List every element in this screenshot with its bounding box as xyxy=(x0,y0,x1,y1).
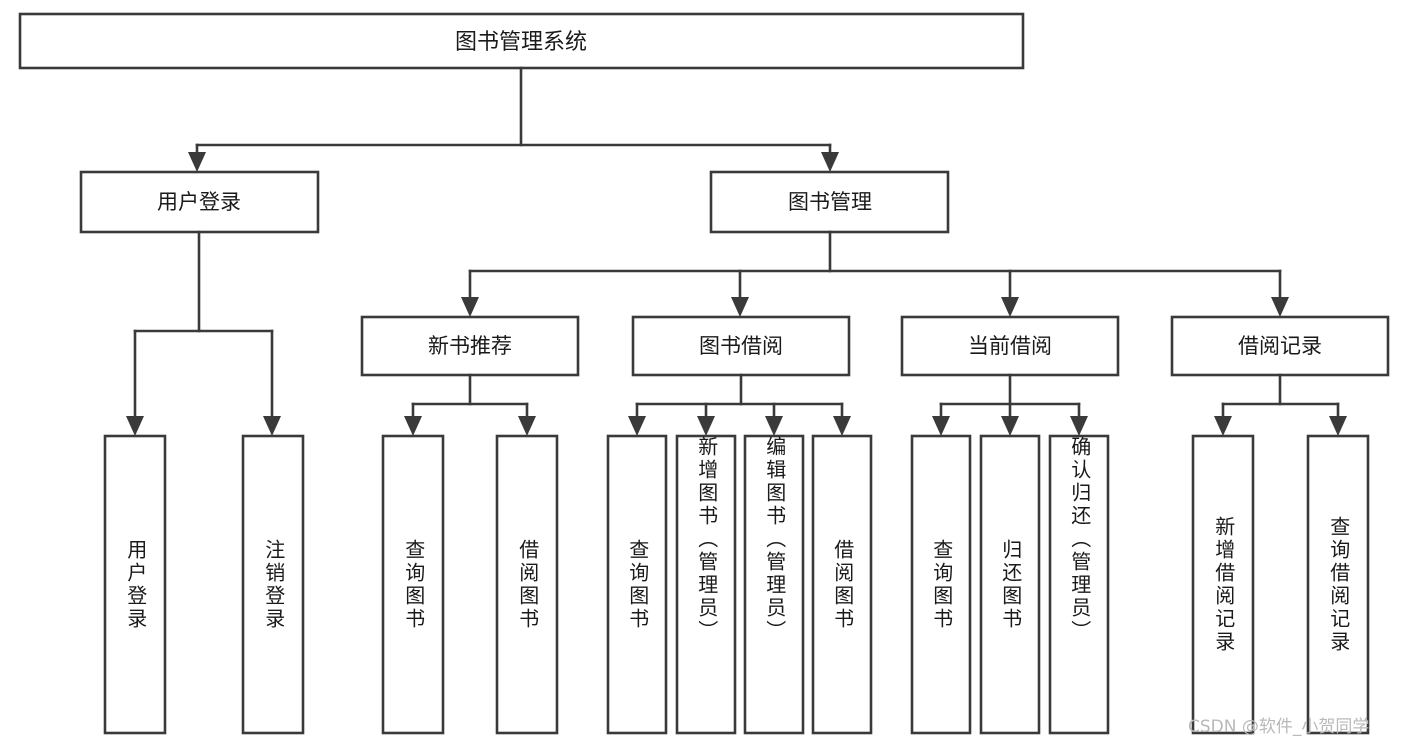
connector-root-to-level2 xyxy=(188,66,839,172)
arrow-head-icon xyxy=(263,416,281,436)
connector-book-borrow-to-leaves xyxy=(628,373,851,436)
leaf-box-current-borrow-0[interactable] xyxy=(910,434,972,735)
node-user-login-label: 用户登录 xyxy=(157,190,241,214)
node-user-login-box[interactable] xyxy=(79,170,320,234)
connector-current-borrow-to-leaves xyxy=(932,373,1088,436)
node-root[interactable]: 图书管理系统 xyxy=(18,12,1025,70)
leaf-box-current-borrow-1[interactable] xyxy=(979,434,1041,735)
leaf-box-book-borrow-1[interactable] xyxy=(675,434,737,735)
connector-new-book-recommend-to-leaves xyxy=(404,373,536,436)
connector-user-login-to-leaves xyxy=(126,230,281,436)
arrow-head-icon xyxy=(731,297,749,317)
leaf-box-current-borrow-2[interactable] xyxy=(1048,434,1110,735)
arrow-head-icon xyxy=(188,152,206,172)
arrow-head-icon xyxy=(518,416,536,436)
arrow-head-icon xyxy=(1329,416,1347,436)
arrow-head-icon xyxy=(697,416,715,436)
leaf-box-book-borrow-0[interactable] xyxy=(606,434,668,735)
arrow-head-icon xyxy=(821,152,839,172)
arrow-head-icon xyxy=(765,416,783,436)
arrow-head-icon xyxy=(1214,416,1232,436)
node-root-label: 图书管理系统 xyxy=(455,30,587,55)
node-new-book-recommend-box[interactable] xyxy=(360,315,580,377)
node-current-borrow-box[interactable] xyxy=(900,315,1120,377)
leaf-box-new-book-1[interactable] xyxy=(495,434,559,735)
arrow-head-icon xyxy=(404,416,422,436)
arrow-head-icon xyxy=(932,416,950,436)
leaf-box-borrow-record-1[interactable] xyxy=(1306,434,1370,735)
arrow-head-icon xyxy=(628,416,646,436)
node-borrow-record-label: 借阅记录 xyxy=(1238,334,1322,358)
leaf-box-new-book-0[interactable] xyxy=(381,434,445,735)
arrow-head-icon xyxy=(1001,416,1019,436)
node-new-book-recommend[interactable]: 新书推荐 xyxy=(360,315,580,377)
arrow-head-icon xyxy=(126,416,144,436)
csdn-watermark: CSDN @软件_小贺同学 xyxy=(1188,717,1370,737)
node-book-management-label: 图书管理 xyxy=(788,190,872,214)
connector-book-management-to-level3 xyxy=(461,230,1289,317)
arrow-head-icon xyxy=(833,416,851,436)
node-current-borrow[interactable]: 当前借阅 xyxy=(900,315,1120,377)
leaf-box-borrow-record-0[interactable] xyxy=(1191,434,1255,735)
node-book-management[interactable]: 图书管理 xyxy=(709,170,950,234)
node-borrow-record[interactable]: 借阅记录 xyxy=(1170,315,1390,377)
arrow-head-icon xyxy=(1271,297,1289,317)
leaf-box-user-login-1[interactable] xyxy=(241,434,305,735)
node-book-borrow[interactable]: 图书借阅 xyxy=(631,315,851,377)
arrow-head-icon xyxy=(461,297,479,317)
node-new-book-recommend-label: 新书推荐 xyxy=(428,334,512,358)
node-root-box[interactable] xyxy=(18,12,1025,70)
leaf-box-book-borrow-3[interactable] xyxy=(811,434,873,735)
leaf-box-user-login-0[interactable] xyxy=(103,434,167,735)
arrow-head-icon xyxy=(1001,297,1019,317)
node-user-login[interactable]: 用户登录 xyxy=(79,170,320,234)
arrow-head-icon xyxy=(1070,416,1088,436)
node-book-borrow-label: 图书借阅 xyxy=(699,334,783,358)
leaf-box-book-borrow-2[interactable] xyxy=(743,434,805,735)
connector-borrow-record-to-leaves xyxy=(1214,373,1347,436)
node-current-borrow-label: 当前借阅 xyxy=(968,334,1052,358)
